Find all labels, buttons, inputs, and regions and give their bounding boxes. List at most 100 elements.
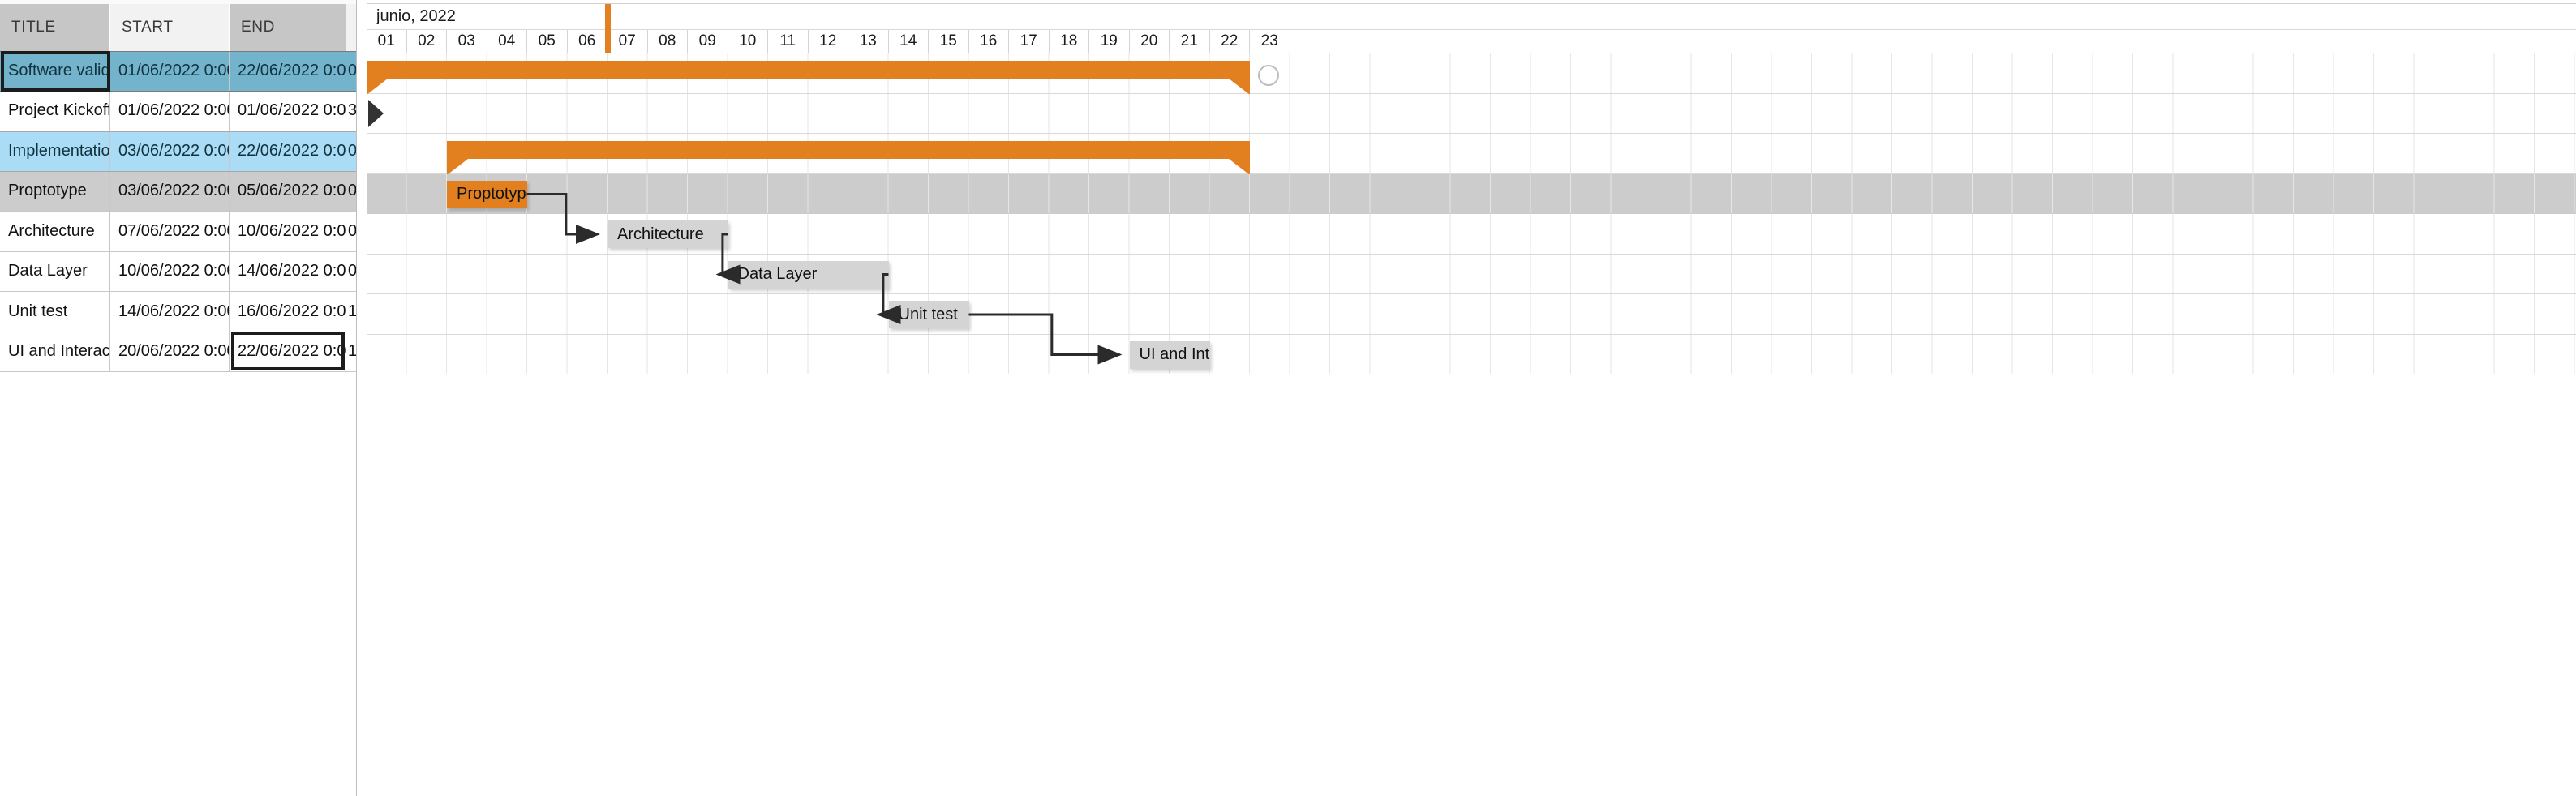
task-bar-label: Proptotype xyxy=(457,185,527,203)
cell-end[interactable]: 05/06/2022 0:00:00 xyxy=(230,171,346,211)
cell-end[interactable]: 10/06/2022 0:00:00 xyxy=(230,212,346,251)
timeline-day-01[interactable]: 01 xyxy=(367,30,407,53)
table-row[interactable]: Project Kickoff 01/06/2022 0:00:00 01/06… xyxy=(0,91,357,131)
timeline-day-18[interactable]: 18 xyxy=(1050,30,1089,53)
cell-title[interactable]: Data Layer xyxy=(0,251,110,291)
timeline-day-03[interactable]: 03 xyxy=(447,30,487,53)
cell-start[interactable]: 03/06/2022 0:00:00 xyxy=(110,171,230,211)
chart-row[interactable]: Data Layer xyxy=(367,254,2576,294)
grid-header-end[interactable]: END xyxy=(230,4,346,51)
timeline-day-23[interactable]: 23 xyxy=(1250,30,1290,53)
cell-extra[interactable]: 0 xyxy=(346,171,357,211)
table-row[interactable]: UI and Interaction 20/06/2022 0:00:00 22… xyxy=(0,332,357,372)
chart-row-gridlines xyxy=(367,214,2576,254)
chart-row[interactable]: Proptotype xyxy=(367,173,2576,214)
timeline-day-12[interactable]: 12 xyxy=(809,30,848,53)
cell-title[interactable]: UI and Interaction xyxy=(0,332,110,371)
task-bar-data-layer[interactable]: Data Layer xyxy=(728,260,889,289)
timeline-day-08[interactable]: 08 xyxy=(648,30,688,53)
timeline-day-07[interactable]: 07 xyxy=(608,30,648,53)
cell-start[interactable]: 03/06/2022 0:00:00 xyxy=(110,132,230,171)
chart-row-gridlines xyxy=(367,334,2576,374)
table-row[interactable]: Data Layer 10/06/2022 0:00:00 14/06/2022… xyxy=(0,251,357,292)
cell-title[interactable]: Architecture xyxy=(0,212,110,251)
table-row[interactable]: Architecture 07/06/2022 0:00:00 10/06/20… xyxy=(0,212,357,252)
cell-end[interactable]: 16/06/2022 0:00:00 xyxy=(230,292,346,332)
timeline-day-10[interactable]: 10 xyxy=(728,30,768,53)
chart-top-border xyxy=(367,3,2576,4)
cell-start[interactable]: 10/06/2022 0:00:00 xyxy=(110,251,230,291)
cell-end[interactable]: 22/06/2022 0:00:00 xyxy=(230,332,346,371)
timeline-day-16[interactable]: 16 xyxy=(969,30,1009,53)
task-bar-label: Data Layer xyxy=(737,265,818,283)
timeline-day-02[interactable]: 02 xyxy=(407,30,447,53)
timeline-day-09[interactable]: 09 xyxy=(688,30,728,53)
chart-row[interactable]: Unit test xyxy=(367,294,2576,335)
cell-extra[interactable]: 0 xyxy=(346,52,357,91)
cell-end[interactable]: 22/06/2022 0:00:00 xyxy=(230,52,346,91)
cell-title[interactable]: Unit test xyxy=(0,292,110,332)
timeline-day-22[interactable]: 22 xyxy=(1210,30,1250,53)
timeline-day-21[interactable]: 21 xyxy=(1170,30,1210,53)
cell-extra[interactable]: 0 xyxy=(346,132,357,171)
timeline-day-11[interactable]: 11 xyxy=(768,30,809,53)
cell-start[interactable]: 01/06/2022 0:00:00 xyxy=(110,91,230,131)
milestone-marker-project-kickoff[interactable] xyxy=(368,99,384,127)
table-row[interactable]: Implementation 03/06/2022 0:00:00 22/06/… xyxy=(0,131,357,172)
timeline-month-label: junio, 2022 xyxy=(376,7,456,25)
grid-header-title[interactable]: TITLE xyxy=(0,4,110,51)
chart-row[interactable] xyxy=(367,93,2576,134)
timeline-day-05[interactable]: 05 xyxy=(527,30,568,53)
timeline-day-19[interactable]: 19 xyxy=(1089,30,1130,53)
chart-row[interactable]: UI and Intera xyxy=(367,334,2576,374)
task-bar-architecture[interactable]: Architecture xyxy=(608,220,728,248)
timeline-day-14[interactable]: 14 xyxy=(889,30,929,53)
cell-title[interactable]: Software validation xyxy=(0,52,110,91)
summary-bar-implementation[interactable] xyxy=(447,141,1250,175)
cell-extra[interactable]: 1 xyxy=(348,342,357,361)
table-row[interactable]: Proptotype 03/06/2022 0:00:00 05/06/2022… xyxy=(0,171,357,212)
task-grid-panel: TITLE START END Software validation 01/0… xyxy=(0,0,357,796)
cell-extra[interactable]: 1 xyxy=(348,302,357,320)
cell-title[interactable]: Proptotype xyxy=(0,171,110,211)
task-bar-label: Unit test xyxy=(898,305,958,323)
grid-splitter[interactable] xyxy=(356,0,357,796)
cell-start[interactable]: 01/06/2022 0:00:00 xyxy=(110,52,230,91)
cell-start[interactable]: 07/06/2022 0:00:00 xyxy=(110,212,230,251)
task-bar-proptotype[interactable]: Proptotype xyxy=(447,180,527,208)
timeline-day-13[interactable]: 13 xyxy=(848,30,889,53)
timeline-day-20[interactable]: 20 xyxy=(1130,30,1170,53)
cell-end[interactable]: 14/06/2022 0:00:00 xyxy=(230,251,346,291)
cell-end[interactable]: 22/06/2022 0:00:00 xyxy=(230,132,346,171)
chart-row[interactable]: Architecture xyxy=(367,214,2576,255)
task-bar-ui-and-interaction[interactable]: UI and Intera xyxy=(1129,340,1210,369)
cell-extra[interactable]: 3 xyxy=(348,101,357,120)
task-bar-label: UI and Intera xyxy=(1139,345,1210,363)
cell-end[interactable]: 01/06/2022 0:00:00 xyxy=(230,91,346,131)
cell-title[interactable]: Implementation xyxy=(0,132,110,171)
grid-header-start[interactable]: START xyxy=(110,4,230,51)
bar-resize-handle[interactable] xyxy=(1258,65,1279,86)
table-row[interactable]: Software validation 01/06/2022 0:00:00 2… xyxy=(0,51,357,92)
chart-row[interactable] xyxy=(367,134,2576,175)
timeline-day-15[interactable]: 15 xyxy=(929,30,969,53)
task-bar-unit-test[interactable]: Unit test xyxy=(888,301,969,328)
timeline-day-17[interactable]: 17 xyxy=(1009,30,1050,53)
chart-row[interactable] xyxy=(367,53,2576,95)
timeline-day-06[interactable]: 06 xyxy=(568,30,608,53)
cell-start[interactable]: 20/06/2022 0:00:00 xyxy=(110,332,230,371)
chart-row-gridlines xyxy=(367,294,2576,334)
cell-title[interactable]: Project Kickoff xyxy=(0,91,110,131)
timeline-month-row: junio, 2022 xyxy=(367,4,2576,30)
summary-bar-software-validation[interactable] xyxy=(367,61,1250,95)
table-row[interactable]: Unit test 14/06/2022 0:00:00 16/06/2022 … xyxy=(0,292,357,332)
cell-extra[interactable]: 0 xyxy=(348,221,357,240)
cell-start[interactable]: 14/06/2022 0:00:00 xyxy=(110,292,230,332)
today-marker-line xyxy=(605,4,611,53)
timeline-day-04[interactable]: 04 xyxy=(487,30,527,53)
cell-extra[interactable]: 0 xyxy=(348,262,357,280)
